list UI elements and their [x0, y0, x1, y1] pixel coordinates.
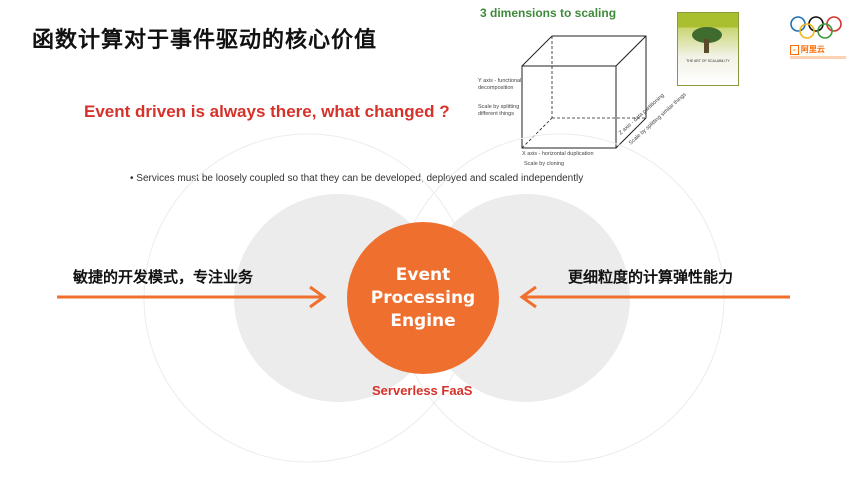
- right-arrow: [519, 285, 790, 309]
- x-axis-label: X axis - horizontal duplication: [522, 151, 594, 157]
- bullet-note: • Services must be loosely coupled so th…: [130, 173, 584, 184]
- aliyun-tagline-bar: [790, 56, 846, 59]
- engine-caption: Serverless FaaS: [372, 383, 473, 398]
- x-axis-sub-label: Scale by cloning: [524, 161, 565, 167]
- engine-line-2: Processing: [370, 287, 476, 308]
- book-cover-image: THE ART OF SCALABILITY: [677, 12, 739, 86]
- olympic-rings-logo: [790, 16, 842, 39]
- engine-line-1: Event: [395, 264, 451, 285]
- bonsai-trunk: [704, 39, 709, 53]
- right-benefit-label: 更细粒度的计算弹性能力: [568, 268, 734, 286]
- aliyun-bracket-icon: -: [790, 45, 799, 55]
- y-axis-label: Y axis - functional decomposition: [478, 78, 522, 91]
- left-arrow: [57, 285, 327, 309]
- slide-subtitle: Event driven is always there, what chang…: [84, 102, 450, 121]
- slide-title: 函数计算对于事件驱动的核心价值: [32, 28, 378, 53]
- aliyun-label: 阿里云: [800, 45, 825, 54]
- bonsai-tree-icon: [692, 27, 722, 43]
- aliyun-logo: -阿里云: [790, 44, 825, 55]
- scaling-cube-diagram: [521, 35, 647, 149]
- left-benefit-label: 敏捷的开发模式，专注业务: [73, 268, 254, 286]
- engine-line-3: Engine: [390, 310, 456, 331]
- book-title: THE ART OF SCALABILITY: [686, 59, 730, 63]
- scaling-figure-title: 3 dimensions to scaling: [480, 6, 617, 20]
- y-axis-sub-label: Scale by splitting different things: [478, 104, 520, 117]
- event-processing-engine-circle: Event Processing Engine: [347, 222, 499, 374]
